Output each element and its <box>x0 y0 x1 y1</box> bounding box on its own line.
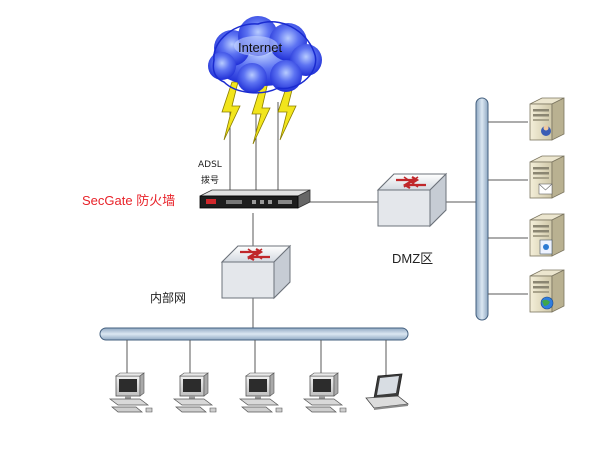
internet-label: Internet <box>238 40 283 55</box>
desktop-pc-icon <box>239 372 283 413</box>
dmz-switch-icon <box>376 172 448 228</box>
dialup-label: 拨号 <box>201 176 220 186</box>
desktop-pc-icon <box>303 372 347 413</box>
laptop-icon <box>365 373 409 410</box>
desktop-pc-icon <box>109 372 153 413</box>
dmz-label: DMZ区 <box>392 251 434 266</box>
server-icon <box>529 97 565 141</box>
lan-bus <box>99 327 409 341</box>
firewall-brand-label: SecGate <box>82 193 133 208</box>
server-icon <box>529 213 565 257</box>
lan-switch-icon <box>220 244 292 300</box>
firewall-appliance-icon <box>199 189 311 209</box>
server-icon <box>529 155 565 199</box>
cloud-icon <box>208 16 322 94</box>
adsl-label: ADSL <box>198 160 222 170</box>
firewall-label: SecGate 防火墙 <box>82 190 175 209</box>
dmz-bus <box>475 97 489 321</box>
desktop-pc-icon <box>173 372 217 413</box>
lan-label: 内部网 <box>150 291 187 305</box>
server-icon <box>529 269 565 313</box>
firewall-suffix-label: 防火墙 <box>136 194 176 209</box>
